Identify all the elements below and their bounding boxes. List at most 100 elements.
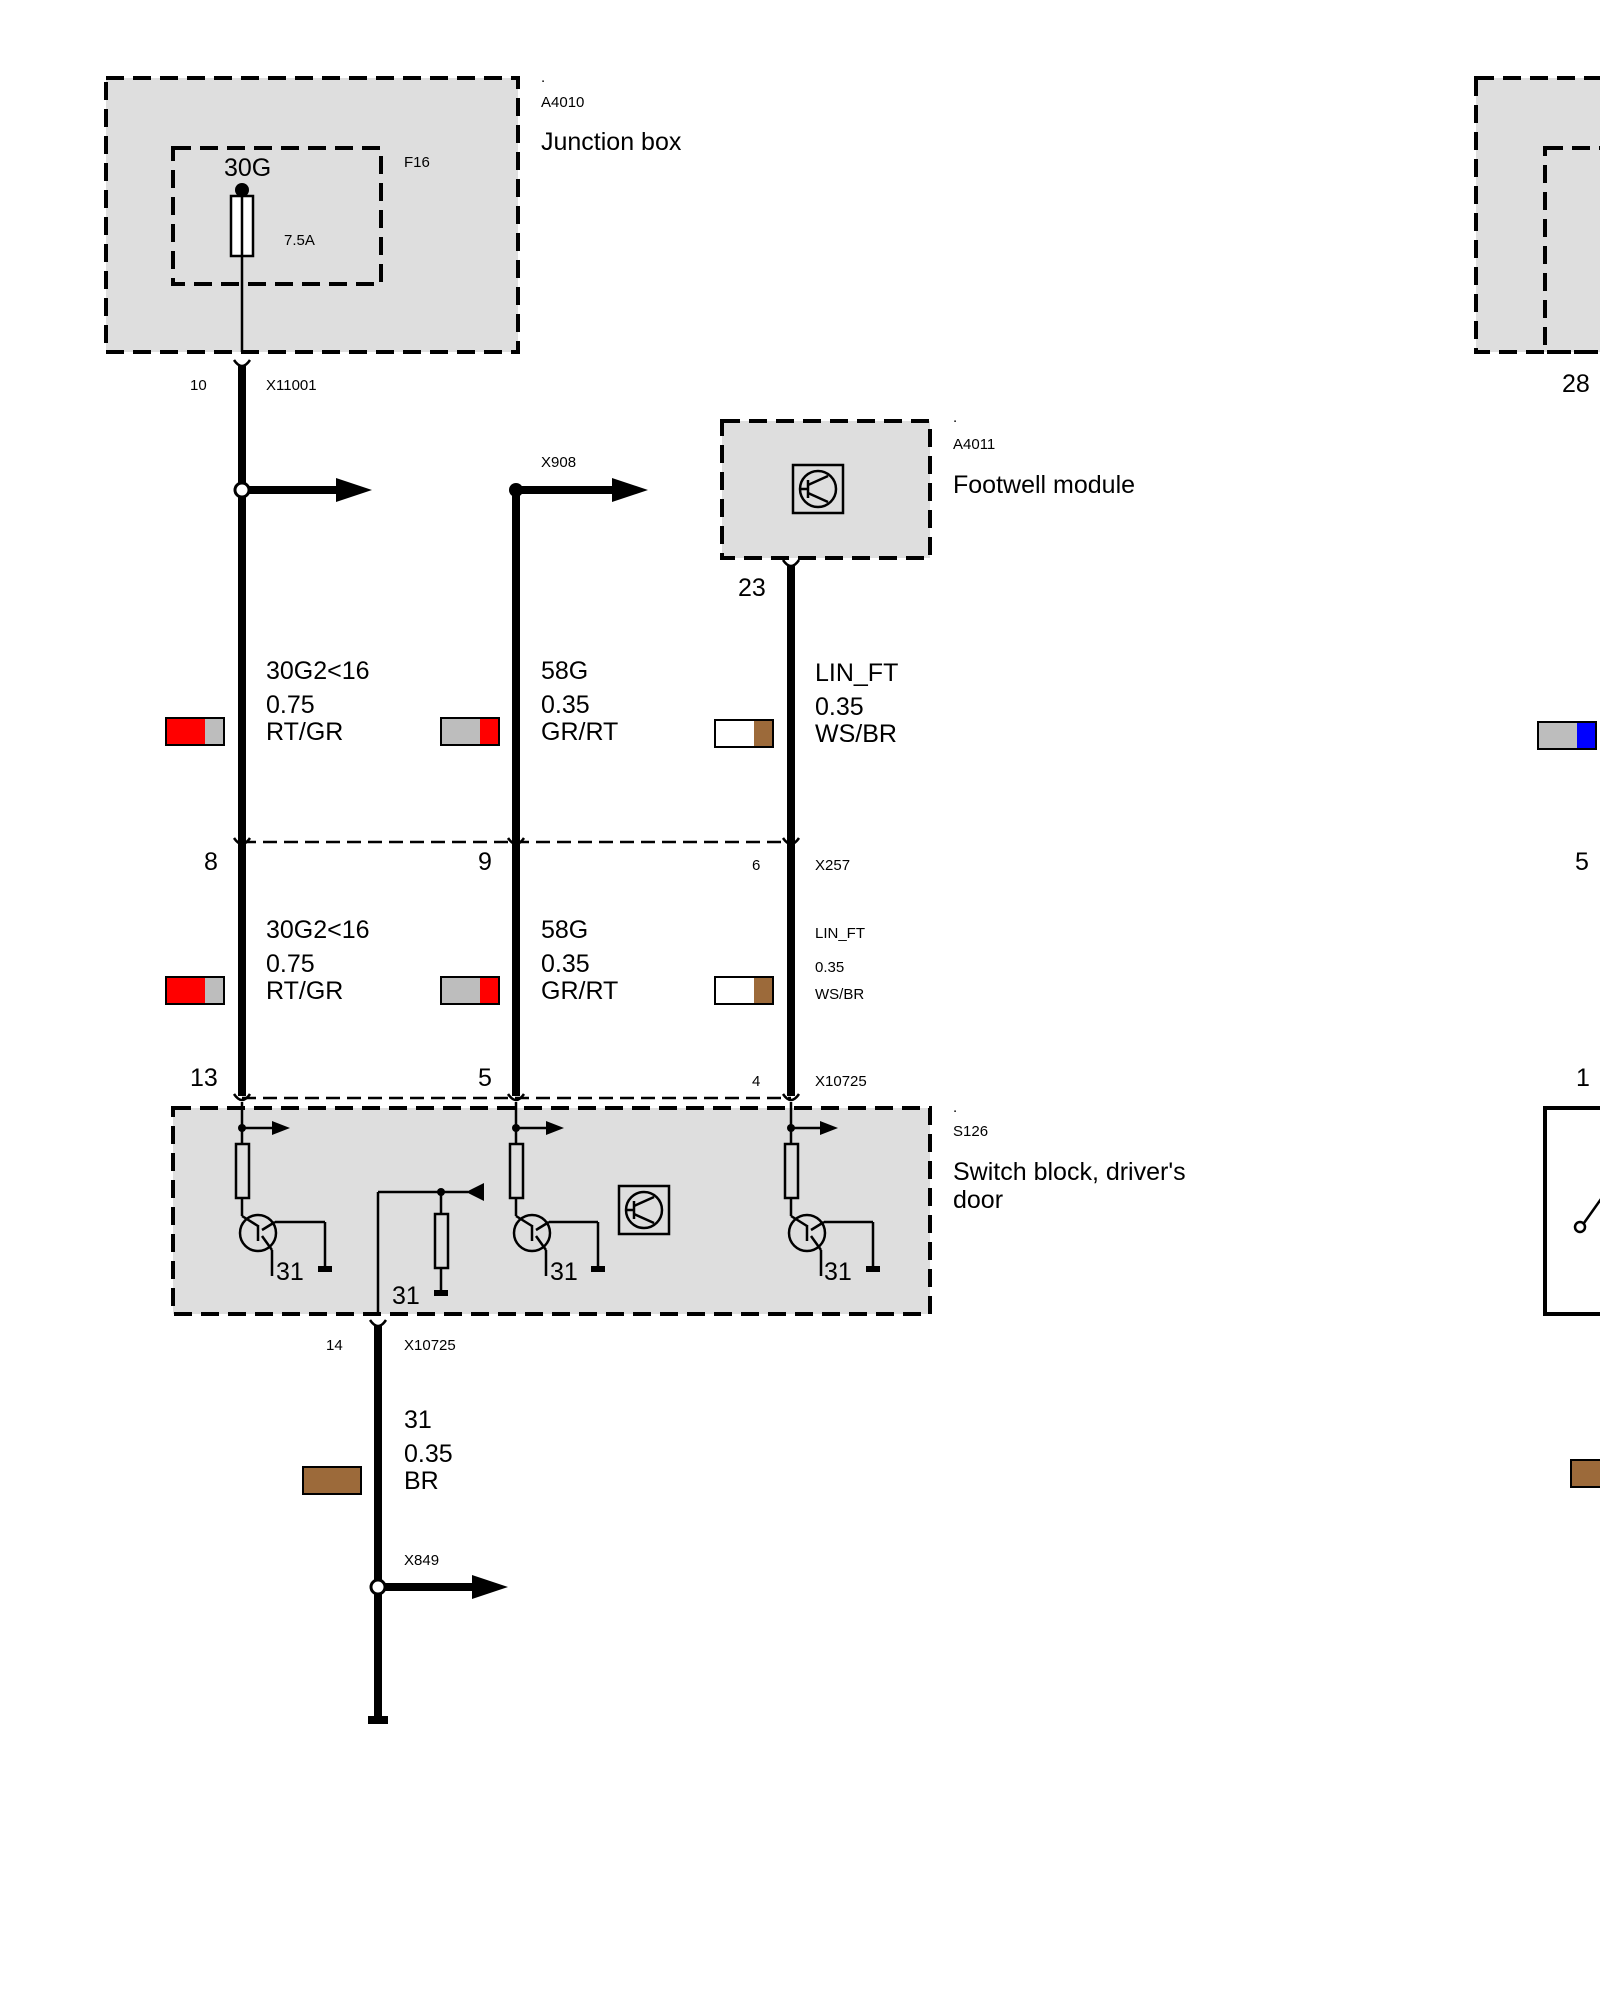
x257-label: X257	[815, 857, 850, 874]
x257-pin: 9	[478, 848, 492, 876]
output-stage-2: 31	[508, 1102, 605, 1286]
wire-label-ground: 31 0.35 BR	[302, 1406, 453, 1495]
wire-color-code: GR/RT	[541, 718, 618, 746]
footwell-module: . A4011 Footwell module	[720, 409, 1135, 560]
transistor-icon	[787, 1213, 827, 1253]
jb-pin: 10	[190, 377, 207, 394]
transistor-icon	[238, 1213, 278, 1253]
junction-box: 30G 7.5A F16 . A4010 Junction box	[104, 69, 682, 354]
wire-signal: 58G	[541, 657, 588, 685]
wire-gauge: 0.35	[404, 1440, 453, 1468]
junction-box-outline	[104, 76, 520, 354]
arrow-right-icon	[272, 1121, 290, 1135]
partial-pin: 5	[1575, 848, 1589, 876]
splice-node	[233, 481, 251, 499]
x10725-pin: 4	[752, 1073, 760, 1090]
control-unit-icon	[791, 463, 845, 515]
x849-node	[369, 1578, 387, 1596]
wire-gauge: 0.75	[266, 691, 315, 719]
x257-pin: 8	[204, 848, 218, 876]
arrow-right-icon	[472, 1575, 508, 1599]
x257-pin: 6	[752, 857, 760, 874]
x10725-pin: 13	[190, 1064, 218, 1092]
ground-stage: 31	[376, 1183, 484, 1316]
junction-box-id: A4010	[541, 94, 584, 111]
color-swatch	[205, 718, 224, 745]
color-swatch	[303, 1467, 361, 1494]
wire-signal: LIN_FT	[815, 659, 898, 687]
ground-label: 31	[276, 1258, 304, 1286]
transistor-icon	[512, 1213, 552, 1253]
color-swatch	[441, 718, 480, 745]
partial-pin: 28	[1562, 370, 1590, 398]
output-stage-1: 31	[234, 1102, 332, 1286]
wire-signal: LIN_FT	[815, 925, 865, 942]
ground-icon	[591, 1266, 605, 1272]
color-swatch	[715, 720, 754, 747]
wire-label-lower-3: LIN_FT 0.35 WS/BR	[714, 925, 865, 1005]
color-swatch	[205, 977, 224, 1004]
ground-label: 31	[392, 1282, 420, 1310]
fuse-terminal-label: 30G	[224, 154, 271, 182]
switch-block-name-cont: door	[953, 1186, 1003, 1214]
control-unit-icon	[617, 1184, 671, 1236]
wire-color-code: BR	[404, 1467, 439, 1495]
color-swatch	[441, 977, 480, 1004]
color-swatch	[754, 720, 773, 747]
switch-block: 31 31	[171, 1099, 1186, 1316]
wire-gauge: 0.75	[266, 950, 315, 978]
wire-gauge: 0.35	[541, 950, 590, 978]
connector-x257: 8 9 6 X257	[204, 837, 850, 876]
color-swatch	[166, 718, 205, 745]
color-swatch	[1571, 1460, 1600, 1487]
wire-gauge: 0.35	[541, 691, 590, 719]
color-swatch	[715, 977, 754, 1004]
x10725-label: X10725	[815, 1073, 867, 1090]
arrow-right-icon	[612, 478, 648, 502]
arrow-right-icon	[820, 1121, 838, 1135]
ground-icon	[368, 1716, 388, 1724]
switch-block-name: Switch block, driver's	[953, 1158, 1186, 1186]
connector-x10725: 13 5 4 X10725	[190, 1064, 867, 1102]
partial-switch-outline	[1543, 1106, 1600, 1316]
arrow-left-icon	[466, 1183, 484, 1201]
ground-label: 31	[824, 1258, 852, 1286]
partial-box-outline	[1474, 76, 1600, 354]
switch-contact-icon	[1573, 1220, 1587, 1234]
wire-label-lower-1: 30G2<16 0.75 RT/GR	[165, 916, 370, 1005]
ground-icon	[434, 1290, 448, 1296]
jb-connector: X11001	[266, 377, 317, 394]
fuse-rating: 7.5A	[284, 232, 315, 249]
footwell-dot: .	[953, 409, 957, 426]
wire-color-code: RT/GR	[266, 718, 343, 746]
ground-icon	[866, 1266, 880, 1272]
x908-label: X908	[541, 454, 576, 471]
ground-pin: 14	[326, 1337, 343, 1354]
color-swatch	[1577, 722, 1596, 749]
x10725-pin: 5	[478, 1064, 492, 1092]
x849-label: X849	[404, 1552, 439, 1569]
connector-fork	[368, 1319, 388, 1328]
color-swatch	[754, 977, 773, 1004]
junction-box-dot: .	[541, 69, 545, 86]
ground-label: 31	[550, 1258, 578, 1286]
wire-label-upper-3: LIN_FT 0.35 WS/BR	[714, 659, 898, 748]
wire-label-lower-2: 58G 0.35 GR/RT	[440, 916, 618, 1005]
color-swatch	[480, 718, 499, 745]
footwell-module-outline	[720, 419, 932, 560]
wire-gauge: 0.35	[815, 693, 864, 721]
wire-color-code: WS/BR	[815, 986, 864, 1003]
junction-box-name: Junction box	[541, 128, 682, 156]
color-swatch	[166, 977, 205, 1004]
partial-inner-outline	[1543, 146, 1600, 354]
wire-signal: 30G2<16	[266, 657, 370, 685]
switch-block-id: S126	[953, 1123, 988, 1140]
fuse-holder-outline	[171, 146, 383, 286]
wire-color-code: RT/GR	[266, 977, 343, 1005]
right-partial-component: 28 5 1	[1474, 76, 1600, 1488]
wire-label-upper-1: 30G2<16 0.75 RT/GR	[165, 657, 370, 746]
footwell-pin: 23	[738, 574, 766, 602]
wire-gauge: 0.35	[815, 959, 844, 976]
output-stage-3: 31	[783, 1102, 880, 1286]
